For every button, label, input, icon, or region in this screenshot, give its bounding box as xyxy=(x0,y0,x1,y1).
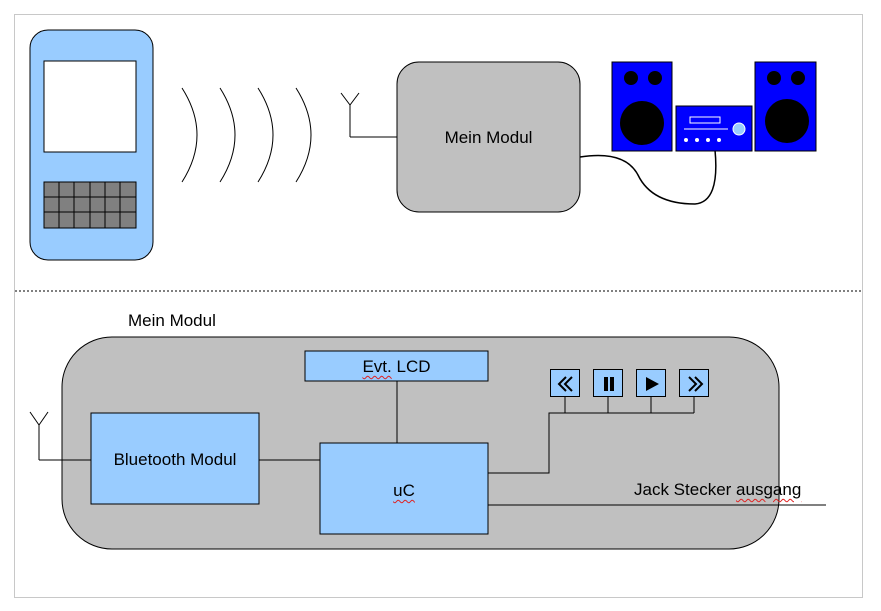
antenna-icon xyxy=(340,92,397,138)
lcd-label-word2: LCD xyxy=(396,357,431,376)
play-button xyxy=(636,369,666,397)
pause-button xyxy=(593,369,623,397)
top-module-box xyxy=(396,61,581,213)
audio-cable xyxy=(579,149,717,205)
uc-label-text: uC xyxy=(393,481,415,500)
bluetooth-module-label: Bluetooth Modul xyxy=(113,450,237,469)
jack-output-label: Jack Stecker ausgang xyxy=(634,481,801,498)
fast-forward-icon xyxy=(688,376,704,392)
top-module-label: Mein Modul xyxy=(444,128,533,147)
bottom-panel-title: Mein Modul xyxy=(128,311,216,330)
rewind-button xyxy=(550,369,580,397)
lcd-box xyxy=(304,350,489,382)
connection-lines xyxy=(259,381,826,506)
uc-label: uC xyxy=(320,482,488,499)
page-border xyxy=(14,14,863,598)
phone-icon xyxy=(29,29,154,261)
phone-screen xyxy=(43,60,137,153)
lcd-label-word1: Evt. xyxy=(362,357,392,376)
stereo-system-icon xyxy=(611,61,817,152)
play-icon xyxy=(646,377,659,391)
rewind-icon xyxy=(557,376,573,392)
jack-label-word2: ausgang xyxy=(736,480,802,499)
uc-box xyxy=(319,442,489,535)
radio-waves-icon xyxy=(181,87,312,183)
lcd-label: Evt. LCD xyxy=(305,358,488,375)
jack-label-word1: Jack Stecker xyxy=(634,480,732,499)
fast-forward-button xyxy=(679,369,709,397)
bluetooth-module-box xyxy=(90,412,260,505)
pause-icon xyxy=(604,377,614,391)
antenna-icon xyxy=(29,411,91,461)
